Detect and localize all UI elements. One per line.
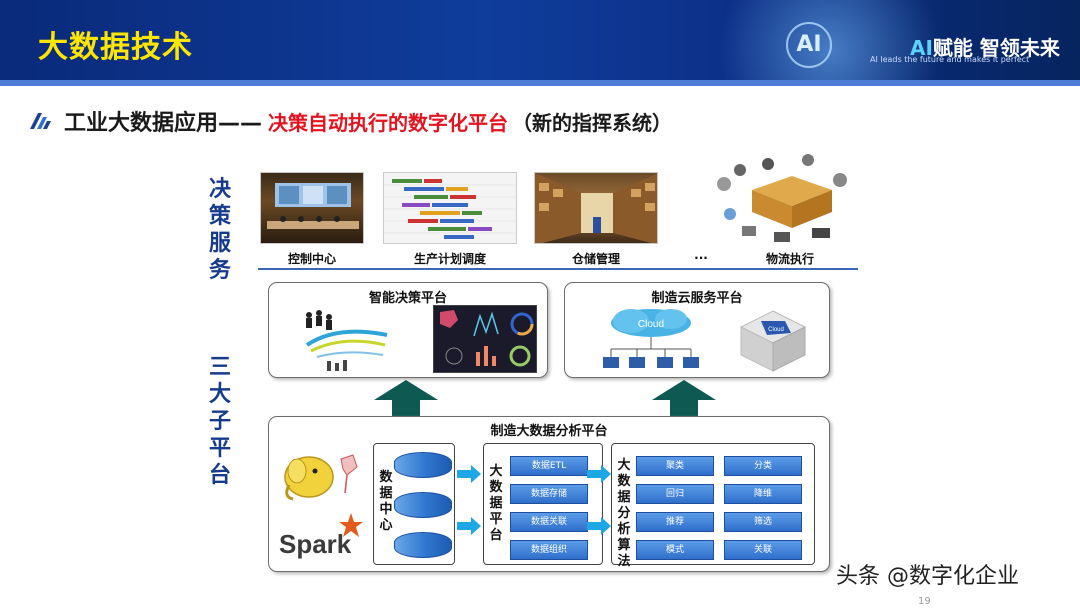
algorithm-classification: 分类: [724, 456, 802, 476]
heading-tail: （新的指挥系统）: [512, 110, 673, 135]
spark-star-icon: [339, 513, 363, 537]
hadoop-elephant-icon: [284, 454, 358, 501]
bigdata-platform-label: 大数据平台: [489, 464, 503, 543]
heading-main: 工业大数据应用——: [64, 111, 263, 136]
algorithm-filtering: 筛选: [724, 512, 802, 532]
intelligent-decision-panel: 智能决策平台: [268, 282, 548, 378]
brand-rest: 赋能 智领未来: [932, 36, 1060, 60]
heading-accent: 决策自动执行的数字化平台: [268, 110, 509, 135]
algorithm-dimensionality-reduction: 降维: [724, 484, 802, 504]
production-scheduling-photo: [383, 172, 517, 244]
platform-item-organization: 数据组织: [510, 540, 588, 560]
logistics-photo: [712, 150, 852, 246]
dashboard-image: [440, 310, 534, 367]
spark-wordmark: Spark: [279, 529, 352, 559]
watermark: 头条 @数字化企业: [836, 564, 1019, 589]
up-arrow-right-icon: [652, 380, 716, 416]
data-center-box: 数据中心: [373, 443, 455, 565]
banner-stripe: [0, 80, 1080, 86]
service-caption-logistics: 物流执行: [765, 252, 814, 266]
database-cylinder-1: [394, 452, 452, 478]
control-center-photo: [260, 172, 364, 244]
logistics-devices-image: [717, 154, 847, 242]
decision-graphic-image: [305, 310, 388, 371]
data-center-label: 数据中心: [379, 470, 393, 533]
hadoop-logo: [277, 441, 367, 505]
arrow-right-icon-4: [587, 517, 611, 535]
algorithm-association: 关联: [724, 540, 802, 560]
cube-label: Cloud: [768, 327, 784, 333]
cloud-label: Cloud: [638, 319, 664, 330]
algorithms-label: 大数据分析算法: [617, 458, 631, 569]
platform-item-storage: 数据存储: [510, 484, 588, 504]
service-caption-control-center: 控制中心: [287, 252, 336, 266]
brand-subtitle: AI leads the future and makes it perfect: [870, 55, 1030, 64]
control-room-image: [267, 183, 359, 229]
brand-slogan: AI赋能 智领未来: [910, 32, 1060, 61]
platform-item-association: 数据关联: [510, 512, 588, 532]
spark-logo: Spark: [277, 509, 367, 567]
database-cylinder-3: [394, 532, 452, 558]
platform-item-etl: 数据ETL: [510, 456, 588, 476]
algorithms-box: 大数据分析算法 聚类 分类 回归 降维 推荐 筛选 模式 关联: [611, 443, 815, 569]
big-data-analysis-panel: 制造大数据分析平台 Spark 数据中心 大数据平台 数据ETL 数据存储: [268, 416, 830, 572]
section-heading: 工业大数据应用—— 决策自动执行的数字化平台 （新的指挥系统）: [28, 104, 672, 138]
page-title: 大数据技术: [38, 30, 193, 65]
cloud-cube-image: Cloud: [739, 310, 807, 372]
big-data-analysis-title: 制造大数据分析平台: [490, 424, 608, 439]
service-divider-line: [258, 268, 858, 270]
arrow-right-icon-3: [587, 465, 611, 483]
cloud-service-panel: 制造云服务平台 Cloud Cloud: [564, 282, 830, 378]
algorithm-regression: 回归: [636, 484, 714, 504]
dashboard-screen: [433, 305, 537, 373]
arrow-right-icon-1: [457, 465, 481, 483]
service-caption-ellipsis: ...: [694, 248, 708, 262]
cloud-service-title: 制造云服务平台: [651, 291, 743, 306]
algorithm-pattern: 模式: [636, 540, 714, 560]
algorithm-clustering: 聚类: [636, 456, 714, 476]
intelligent-decision-title: 智能决策平台: [368, 291, 447, 306]
service-caption-scheduling: 生产计划调度: [413, 252, 486, 266]
brand-ai: AI: [910, 36, 933, 60]
algorithm-recommendation: 推荐: [636, 512, 714, 532]
up-arrow-left-icon: [374, 380, 438, 416]
service-caption-warehouse: 仓储管理: [571, 252, 620, 266]
warehouse-shelves-image: [535, 173, 657, 243]
page-number: 19: [918, 596, 931, 607]
cloud-network-image: Cloud: [603, 309, 699, 368]
bullet-logo-icon: [30, 113, 51, 129]
ai-logo-icon: AI: [786, 22, 832, 68]
arrow-right-icon-2: [457, 517, 481, 535]
title-banner: 大数据技术 AI AI赋能 智领未来 AI leads the future a…: [0, 0, 1080, 84]
database-cylinder-2: [394, 492, 452, 518]
gantt-chart-image: [384, 179, 516, 239]
warehouse-photo: [534, 172, 658, 244]
bigdata-platform-box: 大数据平台 数据ETL 数据存储 数据关联 数据组织: [483, 443, 603, 565]
subplatform-label: 三大子平台: [208, 355, 231, 488]
decision-service-label: 决策服务: [208, 177, 231, 283]
